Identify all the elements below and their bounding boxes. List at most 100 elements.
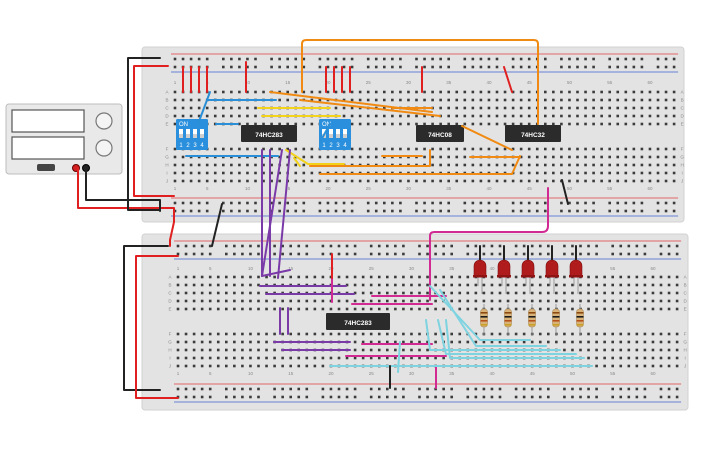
led-rim [521,275,535,278]
wire-magenta-1[interactable] [429,187,549,301]
wire-black-top-rail[interactable] [127,57,161,211]
wire-purple-4[interactable] [277,149,291,279]
wire-red-top-rail[interactable] [133,65,175,197]
dip-toggle-knob [186,134,190,138]
resistor-band [528,324,536,326]
dc-power-supply[interactable] [5,103,123,175]
row-letter: E [681,122,684,127]
column-number: 45 [527,186,533,191]
column-number: 25 [366,80,372,85]
wire-orange-2[interactable] [299,99,441,117]
wire-black-bottom-rail[interactable] [123,245,169,391]
chip-74hc283-top[interactable]: 74HC283 [241,125,297,142]
leds[interactable] [473,259,583,294]
row-letter: H [168,348,171,353]
wire-yellow-3[interactable] [285,149,345,165]
dip-toggle [329,129,333,138]
resistor-band [552,324,560,326]
resistor-band [504,324,512,326]
dip-number: 3 [336,143,340,149]
wire-red-bottom-rail[interactable] [135,255,179,399]
row-letter: D [165,114,169,119]
wire-cyan-5[interactable] [437,319,577,355]
chip-label: 74HC32 [521,132,545,139]
wire-orange-5[interactable] [309,149,431,167]
column-number: 1 [174,80,177,85]
wire-orange-7[interactable] [319,155,521,175]
wires[interactable] [77,39,593,399]
dip-number: 2 [186,143,190,149]
led-red-icon [473,259,487,277]
wire-black-rail-bridge-1[interactable] [211,203,223,247]
wire-cyan-2[interactable] [429,285,531,341]
bottom-breadboard-labels: 1155101015152020252530303535404045455050… [168,266,687,376]
column-number: 5 [206,186,209,191]
dip-on-label: ON [322,122,331,128]
top-breadboard[interactable]: 1155101015152020252530303535404045455050… [141,46,685,223]
column-number: 40 [489,371,495,376]
led-red-icon [497,259,511,277]
resistor-band [528,312,536,314]
column-number: 50 [567,186,573,191]
wire-orange-loop[interactable] [301,39,539,125]
psu-knob-voltage[interactable] [95,112,113,130]
row-letter: F [166,147,169,152]
psu-knob-current[interactable] [95,139,113,157]
column-number: 60 [650,371,656,376]
wire-red-jumper[interactable] [503,66,513,93]
row-letter: G [165,155,169,160]
row-letter: E [165,122,168,127]
bottom-breadboard[interactable]: 1155101015152020252530303535404045455050… [141,233,689,411]
wire-cyan-3[interactable] [439,289,547,347]
column-number: 50 [570,371,576,376]
column-number: 30 [409,371,415,376]
resistor-band [504,316,512,318]
resistor-band [576,312,584,314]
chip-body [505,125,561,142]
column-number: 35 [449,266,455,271]
row-letter: J [166,179,168,184]
chip-74hc08[interactable]: 74HC08 [416,125,464,142]
resistors[interactable] [480,304,584,336]
column-number: 1 [177,266,180,271]
wire-black-rail-bridge-2[interactable] [561,179,569,205]
wire-purple-3[interactable] [261,149,283,277]
column-number: 45 [527,80,533,85]
wire-cyan-7[interactable] [397,341,401,373]
column-number: 15 [285,186,291,191]
chip-body [241,125,297,142]
dip-toggle-knob [343,134,347,138]
psu-display-top [11,109,85,133]
column-number: 55 [610,266,616,271]
chip-74hc283-bottom[interactable]: 74HC283 [326,313,390,330]
wire-red-psu-positive[interactable] [77,167,175,247]
dip-toggle [336,129,340,138]
wire-yellow-4[interactable] [293,157,301,167]
wire-cyan-6[interactable] [445,319,585,359]
column-number: 50 [567,80,573,85]
column-number: 5 [209,266,212,271]
dip-toggle [200,129,204,138]
row-letter: B [684,283,687,288]
dip-number: 4 [200,143,204,149]
wire-blue-2[interactable] [197,91,211,125]
column-number: 20 [328,371,334,376]
column-number: 60 [650,266,656,271]
column-number: 40 [486,80,492,85]
row-letter: B [168,283,171,288]
resistor-band [576,324,584,326]
column-number: 25 [369,266,375,271]
wire-orange-3[interactable] [461,125,513,151]
column-number: 10 [245,186,251,191]
wire-blue-5[interactable] [319,123,331,143]
wire-black-psu-negative[interactable] [85,167,161,212]
chip-74hc32[interactable]: 74HC32 [505,125,561,142]
resistor-band [528,316,536,318]
top-breadboard-labels: 1155101015152020252530303535404045455050… [165,80,684,191]
psu-power-switch[interactable] [37,164,55,171]
wire-cyan-4[interactable] [425,319,561,351]
led-red-icon [569,259,583,277]
